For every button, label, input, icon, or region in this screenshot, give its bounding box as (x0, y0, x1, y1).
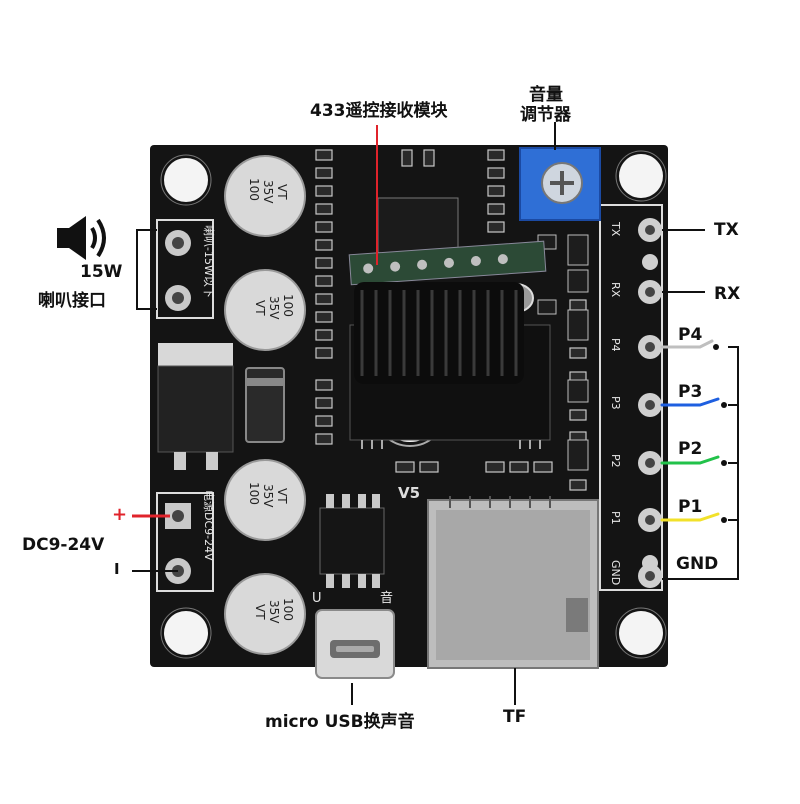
plus-label: + (112, 504, 128, 525)
cap1-value: 100 (247, 178, 261, 201)
cap1-code: VT (275, 184, 289, 200)
tf-label: TF (503, 707, 527, 727)
cap1-voltage: 35V (261, 180, 275, 204)
cap4-code: VT (253, 604, 267, 620)
speaker-watt-label: 15W (80, 262, 123, 282)
cap4-voltage: 35V (267, 600, 281, 624)
silk-pin-tx: TX (609, 221, 622, 237)
antenna-coil (354, 282, 524, 384)
speaker-port-label: 喇叭接口 (38, 291, 106, 311)
capacitors (224, 155, 306, 655)
silk-pin-rx: RX (609, 282, 622, 298)
p2-label: P2 (678, 439, 703, 459)
silk-usb-left: U (312, 591, 322, 606)
cap3-value: 100 (247, 482, 261, 505)
cap4-value: 100 (281, 598, 295, 621)
volume-label-line1: 音量 (529, 85, 563, 105)
silk-pin-gnd: GND (609, 560, 622, 585)
volume-label-line2: 调节器 (520, 105, 571, 125)
amplifier-chip (319, 494, 385, 588)
silk-pin-p2: P2 (609, 454, 622, 468)
micro-usb-port (315, 609, 395, 679)
smd-components (315, 149, 587, 491)
cap2-code: VT (253, 300, 267, 316)
annotation-lines (132, 122, 739, 705)
silk-pin-p4: P4 (609, 338, 622, 352)
tx-label: TX (714, 220, 739, 240)
rf-module-label: 433遥控接收模块 (310, 101, 448, 121)
p1-label: P1 (678, 497, 703, 517)
switch-wires (660, 339, 720, 522)
potentiometer (519, 147, 601, 221)
p4-wire (660, 339, 714, 349)
transistors (537, 234, 589, 471)
p1-wire (660, 512, 720, 522)
speaker-pads (165, 230, 191, 311)
cap3-code: VT (275, 488, 289, 504)
silk-usb-right: 音 (380, 590, 393, 606)
capacitor-labels: 100 35V VT 100 35V VT 100 35V VT 100 35V… (247, 178, 295, 624)
silk-pin-p3: P3 (609, 396, 622, 410)
rx-label: RX (714, 284, 741, 304)
p2-wire (660, 455, 720, 465)
minus-label: I (114, 560, 120, 578)
silk-power: 电源DC9-24V (202, 490, 216, 561)
tf-card-slot (427, 496, 599, 669)
silk-pin-p1: P1 (609, 511, 622, 525)
p3-wire (660, 397, 720, 407)
cap2-value: 100 (281, 294, 295, 317)
voltage-regulator (157, 343, 234, 470)
power-label: DC9-24V (22, 535, 105, 555)
header-pads (638, 218, 662, 588)
diode (245, 367, 285, 443)
cap3-voltage: 35V (261, 484, 275, 508)
silk-speaker: 喇叭-15W以下 (202, 225, 216, 298)
p4-label: P4 (678, 325, 703, 345)
p3-label: P3 (678, 382, 703, 402)
gnd-label: GND (676, 554, 719, 574)
usb-label: micro USB换声音 (265, 712, 415, 732)
silk-version: V5 (398, 484, 420, 502)
speaker-icon (57, 216, 106, 260)
cap2-voltage: 35V (267, 296, 281, 320)
